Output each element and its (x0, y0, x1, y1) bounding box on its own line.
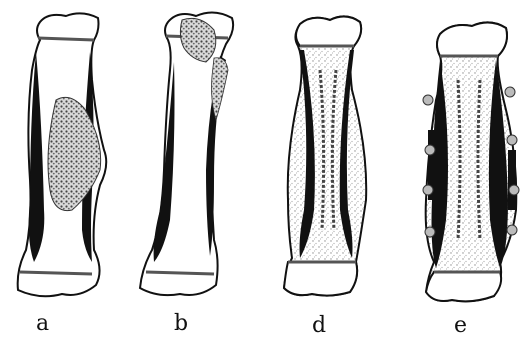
bone-panel-d: d (284, 16, 366, 338)
epiphysis-top-d (296, 16, 361, 46)
bone-outline-d (284, 16, 366, 295)
panel-label-d: d (312, 313, 326, 338)
bone-panel-a: a (18, 13, 107, 336)
panel-label-e: e (454, 313, 467, 338)
epiphyseal-line-bottom-a (20, 272, 92, 274)
epiphysis-top-e (437, 22, 507, 56)
epiphyseal-line-top-a (38, 38, 94, 40)
epiphysis-bottom-e (426, 272, 501, 301)
epiphyseal-line-bottom-b (146, 272, 214, 274)
bone-panel-b: b (140, 12, 233, 336)
periosteal-callus-b (212, 58, 229, 120)
panel-label-a: a (36, 311, 49, 336)
panel-label-b: b (174, 311, 188, 336)
periosteal-block-right-e (508, 150, 516, 210)
epiphysis-bottom-d (284, 262, 357, 296)
bone-panel-e: e (423, 22, 519, 338)
